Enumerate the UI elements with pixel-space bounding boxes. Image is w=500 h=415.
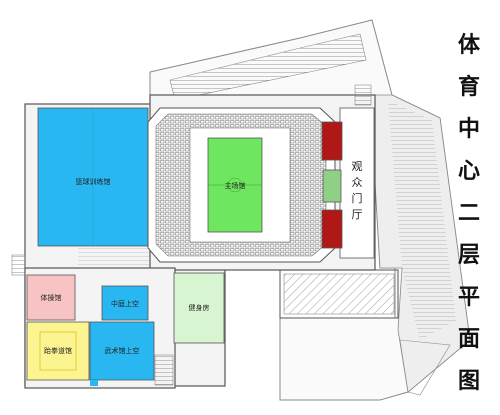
title-char-2: 育 bbox=[457, 74, 480, 100]
title-char-5: 二 bbox=[457, 200, 480, 226]
seating-block-red-top bbox=[321, 121, 343, 161]
basketball-training-hall: 篮球训练馆 bbox=[37, 107, 149, 247]
taekwondo-area bbox=[26, 321, 90, 381]
gym-label: 体操馆 bbox=[41, 293, 62, 302]
fitness-label: 健身房 bbox=[189, 303, 210, 312]
courtyard-area bbox=[101, 285, 149, 321]
title-char-9: 图 bbox=[457, 368, 480, 394]
site-outline bbox=[149, 19, 471, 401]
viewing-hall: 观 众 门 厅 bbox=[321, 84, 375, 259]
small-blue-marker bbox=[90, 380, 98, 386]
title-char-4: 心 bbox=[457, 158, 480, 184]
courtyard-label: 中庭上空 bbox=[111, 299, 139, 308]
basketball-training-label: 篮球训练馆 bbox=[76, 177, 111, 186]
title-char-7: 平 bbox=[457, 284, 480, 310]
stair-core-ne bbox=[354, 84, 372, 106]
martial-arts-label: 武术馆上空 bbox=[105, 346, 140, 355]
viewing-hall-label-3: 门 bbox=[352, 191, 363, 205]
title-char-3: 中 bbox=[457, 116, 480, 142]
main-arena: 主场馆 bbox=[147, 107, 336, 263]
title-char-1: 体 bbox=[457, 32, 480, 58]
corridor-steps bbox=[78, 246, 150, 268]
hatched-roof-area bbox=[283, 273, 395, 315]
seating-block-red-bottom bbox=[321, 209, 343, 249]
seating-block-green bbox=[322, 169, 342, 203]
right-terrace-steps bbox=[388, 100, 456, 340]
stair-core-west bbox=[11, 254, 26, 276]
lower-rooms: 体操馆 中庭上空 健身房 跆拳道馆 武术馆上空 bbox=[11, 246, 225, 386]
title-char-8: 面 bbox=[457, 326, 480, 352]
stair-core-south bbox=[154, 354, 174, 386]
title-char-6: 层 bbox=[457, 242, 480, 268]
taekwondo-label: 跆拳道馆 bbox=[44, 346, 72, 355]
gym-area bbox=[26, 274, 76, 321]
main-arena-label: 主场馆 bbox=[225, 181, 246, 190]
viewing-hall-label-4: 厅 bbox=[352, 208, 363, 221]
martial-arts-area bbox=[89, 321, 155, 381]
fitness-area bbox=[173, 272, 225, 344]
viewing-hall-label-1: 观 bbox=[352, 160, 363, 173]
viewing-hall-label-2: 众 bbox=[352, 176, 363, 189]
